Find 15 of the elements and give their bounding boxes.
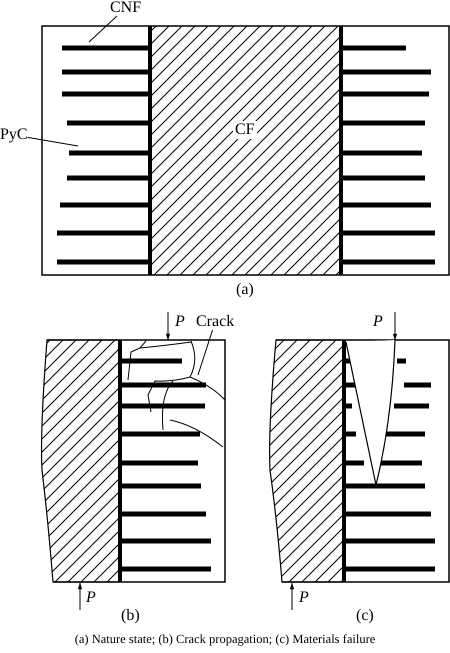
component-label: Crack (196, 314, 234, 330)
force-label: P (373, 314, 383, 330)
leader-line (198, 330, 214, 376)
component-label: PyC (0, 127, 28, 143)
panel-label: (a) (236, 282, 254, 298)
leader-line (88, 16, 118, 42)
material-label: CF (233, 121, 257, 139)
leader-line (27, 136, 78, 146)
panel-label: (b) (121, 608, 140, 624)
figure-caption: (a) Nature state; (b) Crack propagation; (c) Materials failure (74, 633, 376, 646)
panel-label: (c) (356, 608, 374, 624)
component-label: CNF (110, 0, 142, 16)
force-label: P (299, 590, 309, 606)
force-label: P (86, 590, 96, 606)
force-label: P (175, 314, 185, 330)
